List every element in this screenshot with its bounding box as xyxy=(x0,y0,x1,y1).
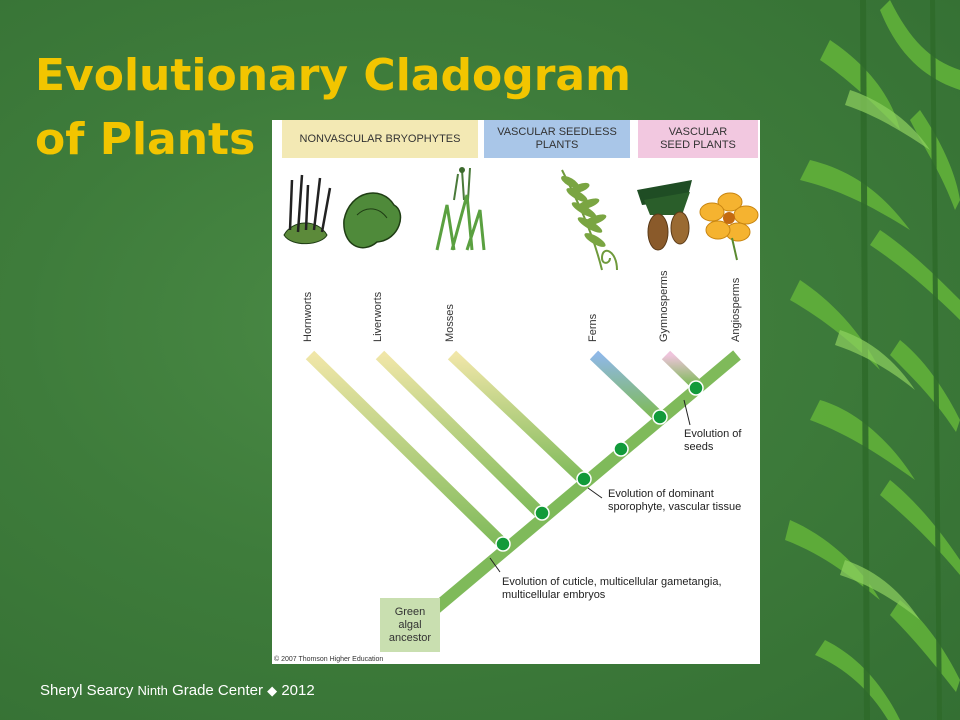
branch-ferns xyxy=(589,350,662,420)
footer-ninth: Ninth xyxy=(137,683,168,698)
category-vascular-seedless: VASCULAR SEEDLESS PLANTS xyxy=(484,120,630,158)
footer-separator: ◆ xyxy=(267,683,278,698)
node-sporophyte xyxy=(576,471,592,487)
green-algal-ancestor-label: Green algal ancestor xyxy=(388,605,432,644)
node-cuticle xyxy=(495,536,511,552)
footer-rest: Grade Center xyxy=(172,682,263,699)
cladogram-tree xyxy=(305,350,741,625)
plant-illustrations xyxy=(283,167,759,271)
hornwort-illustration xyxy=(283,174,332,245)
note-evolution-of-sporophyte: Evolution of dominant sporophyte, vascul… xyxy=(608,488,742,513)
cladogram-panel: NONVASCULAR BRYOPHYTES VASCULAR SEEDLESS… xyxy=(272,120,760,664)
note-evolution-of-seeds: Evolution of seeds xyxy=(684,428,742,453)
category-nonvascular-label: NONVASCULAR BRYOPHYTES xyxy=(299,132,461,145)
category-vascular-seedless-label: VASCULAR SEEDLESS PLANTS xyxy=(497,126,617,151)
slide-title: Evolutionary Cladogram of Plants xyxy=(35,44,655,172)
title-line-2: of Plants xyxy=(35,114,256,165)
cladogram-trunk xyxy=(418,350,741,625)
title-line-1: Evolutionary Cladogram xyxy=(35,50,631,101)
moss-illustration xyxy=(435,167,486,251)
node-vascular xyxy=(613,441,629,457)
footer-year: 2012 xyxy=(281,682,315,699)
node-angiosperms xyxy=(688,380,704,396)
note-evolution-of-cuticle: Evolution of cuticle, multicellular game… xyxy=(502,576,722,601)
fern-illustration xyxy=(561,169,618,271)
gymnosperm-illustration xyxy=(637,180,692,251)
leader-cuticle xyxy=(489,557,501,573)
angiosperm-illustration xyxy=(699,192,759,261)
node-seeds xyxy=(652,409,668,425)
branch-gymnosperms xyxy=(661,350,702,390)
category-vascular-seed-label: VASCULAR SEED PLANTS xyxy=(660,126,736,151)
category-nonvascular: NONVASCULAR BRYOPHYTES xyxy=(282,120,478,158)
leader-seeds xyxy=(683,399,691,426)
node-liverworts xyxy=(534,505,550,521)
branch-liverworts xyxy=(375,350,547,520)
bamboo-leaves-decoration xyxy=(785,0,960,720)
slide-footer: Sheryl Searcy Ninth Grade Center ◆ 2012 xyxy=(40,682,315,699)
copyright-text: © 2007 Thomson Higher Education xyxy=(274,656,384,663)
branch-mosses xyxy=(447,350,589,485)
green-algal-ancestor-box: Green algal ancestor xyxy=(380,598,440,652)
category-vascular-seed: VASCULAR SEED PLANTS xyxy=(638,120,758,158)
leader-sporophyte xyxy=(587,487,603,499)
branch-hornworts xyxy=(305,350,509,550)
footer-name: Sheryl Searcy xyxy=(40,682,134,699)
liverwort-illustration xyxy=(343,192,402,249)
